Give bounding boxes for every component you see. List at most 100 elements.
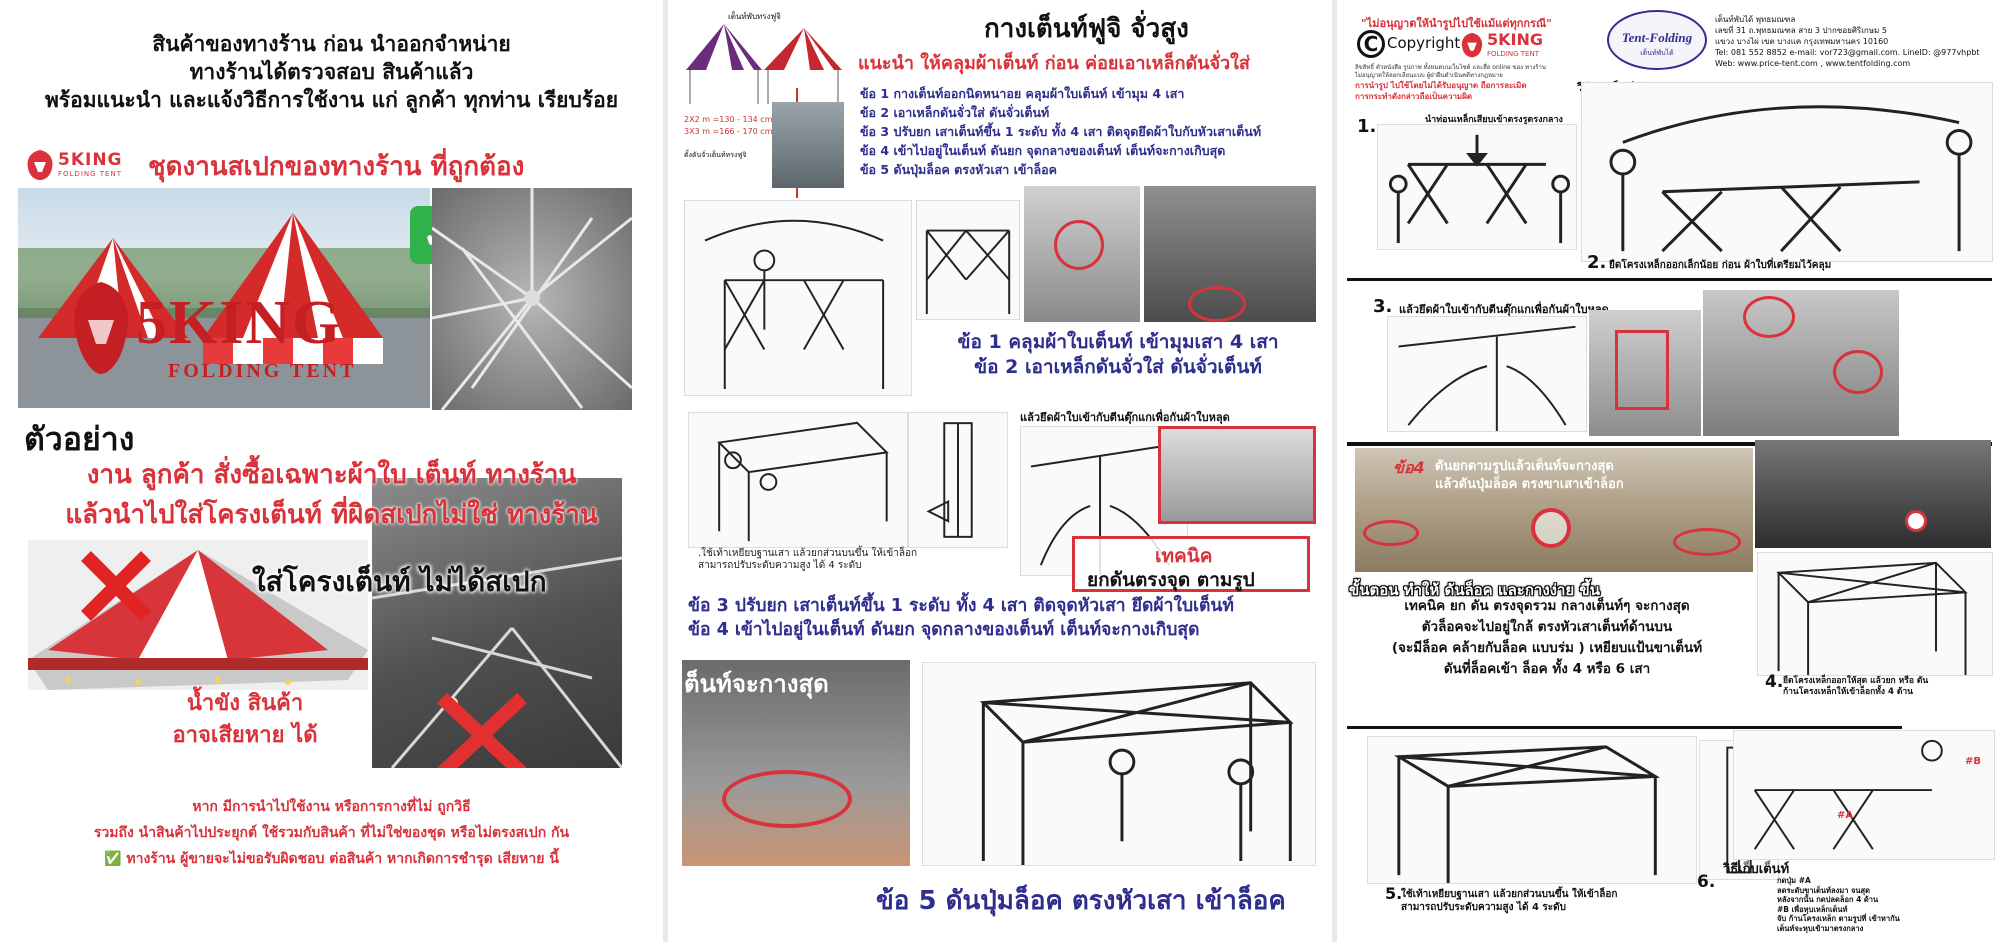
warning-line: การกระทำดังกล่าวถือเป็นความผิด: [1355, 92, 1473, 101]
photo-pole-top: [1024, 186, 1140, 322]
fuji-tent-diagram: เต็นท์พับทรงฟูจิ 2X2 m =130 - 134 cm. 3X…: [684, 8, 844, 208]
company-line: เต็นท์พับได้ พุทธมณฑล: [1715, 15, 1796, 24]
wrong-tent-photo: [28, 540, 368, 690]
photo-logo: 5KING: [136, 289, 343, 357]
disclaimer: หาก มีการนำไปใช้งาน หรือการกางที่ไม่ ถูก…: [0, 794, 663, 872]
cross-icon: [81, 551, 151, 621]
copyright-note: "ไม่อนุญาตให้นำรูปไปใช้แม้แต่ทุกกรณี": [1361, 17, 1552, 30]
correct-tent-photo: 5KING FOLDING TENT: [18, 188, 430, 408]
warning-line: การนำรูป ไปใช้โดยไม่ได้รับอนุญาต ถือการล…: [1355, 81, 1527, 90]
warning-line: ไม่อนุญาตให้ลอกเลียนแบบ ผู้ฝ่าฝืนดำเนินค…: [1355, 72, 1503, 79]
wrong-usage-line: แล้วนำไปใส่โครงเต็นท์ ที่ผิดสเปกไม่ใช่ ท…: [65, 500, 598, 530]
correct-frame-photo: [432, 188, 632, 410]
fold-line: ลดระดับขาเต็นท์ลงมา จนสุด: [1777, 885, 1870, 895]
photo-underside: [1755, 440, 1991, 548]
sketch-raise-legs: [1367, 736, 1697, 884]
lock-line: (จะมีล็อค คล้ายกับล็อค แบบร่ม ) เหยียบแป…: [1391, 640, 1703, 656]
dim-label: 2X2 m =130 - 134 cm.: [684, 115, 776, 124]
caption-line: .ใช้เท้าเหยียบฐานเสา แล้วยกส่วนบนขึ้น ให…: [698, 548, 918, 559]
wrong-usage-block: งาน ลูกค้า สั่งซื้อเฉพาะผ้าใบ เต็นท์ ทาง…: [10, 455, 653, 535]
photo-velcro: [1589, 310, 1701, 436]
step-item: ข้อ 1 กางเต็นท์ออกนิดหนาอย คลุมผ้าใบเต็น…: [860, 86, 1185, 101]
photo-pole-fit: [1144, 186, 1316, 322]
header-line: สินค้าของทางร้าน ก่อน นำออกจำหน่าย: [152, 32, 511, 56]
lock-easy-title: ขั้นตอน ทำให้ ดันล็อค และกางง่าย ขึ้น: [1349, 581, 1600, 599]
photo-tent-open: ต็นท์จะกางสุด: [682, 660, 910, 866]
step-list: ข้อ 1 กางเต็นท์ออกนิดหนาอย คลุมผ้าใบเต็น…: [860, 84, 1261, 179]
foot-caption: .ใช้เท้าเหยียบฐานเสา แล้วยกส่วนบนขึ้น ให…: [698, 548, 1018, 572]
fold-line: เต็นท์จะหุบเข้ามาตรงกลาง: [1777, 923, 1864, 933]
step-number: 6.: [1697, 872, 1716, 892]
photo-lock-press: ข้อ4 ดันยกตามรูปแล้วเต็นท์จะกางสุด แล้วด…: [1355, 448, 1753, 572]
step-item: ข้อ 4 เข้าไปอยู่ในเต็นท์ ดันยก จุดกลางขอ…: [860, 143, 1226, 158]
step12-caption: ข้อ 1 คลุมผ้าใบเต็นท์ เข้ามุมเสา 4 เสา ข…: [908, 330, 1328, 380]
spec-title: ชุดงานสเปกของทางร้าน ที่ถูกต้อง: [148, 152, 525, 182]
photo-technique: [1158, 426, 1316, 524]
step2-caption: ยืดโครงเหล็กออกเล็กน้อย ก่อน ผ้าใบที่เตร…: [1609, 260, 1832, 271]
sketch-fold-tent: [1733, 730, 1995, 860]
divider-line: [1347, 726, 1902, 729]
technique-text: ยกดันตรงจุด ตามรูป: [1087, 569, 1255, 591]
mark-a: #A: [1837, 810, 1854, 821]
copyright-word: Copyright: [1387, 34, 1461, 52]
company-line: เลขที่ 31 ถ.พุทธมณฑล สาย 3 ปากซอยศิริเกษ…: [1715, 26, 1887, 35]
water-warning: น้ำขัง สินค้า อาจเสียหาย ได้: [150, 688, 340, 752]
photo-text-line: ดันยกตามรูปแล้วเต็นท์จะกางสุด: [1435, 459, 1614, 474]
brand-name: 5KING: [1487, 30, 1544, 49]
example-label: ตัวอย่าง: [24, 420, 135, 458]
caption-line: สามารถปรับระดับความสูง ได้ 4 ระดับ: [1401, 902, 1567, 913]
tentfolding-sub: เต็นท์พับได้: [1640, 49, 1674, 57]
caption-line: ก้านโครงเหล็กให้เข้าล็อกทั้ง 4 ด้าน: [1783, 687, 1913, 697]
divider-line: [1347, 442, 1992, 446]
step-number: 4.: [1765, 672, 1784, 692]
step4-photo-text: ดันยกตามรูปแล้วเต็นท์จะกางสุด แล้วดันปุ่…: [1435, 458, 1624, 494]
fold-line: #B เพื่อหุบเหล็กเต็นท์: [1777, 904, 1848, 914]
no-hand-icon: [1905, 510, 1927, 532]
photo-text-line: แล้วดันปุ่มล็อค ตรงขาเสาเข้าล็อก: [1435, 477, 1624, 492]
lion-head-icon: [74, 282, 128, 374]
lock-technique: เทคนิค ยก ดัน ตรงจุดรวม กลางเต็นท์ๆ จะกา…: [1347, 596, 1747, 680]
step6-title: วิธีเก็บเต็นท์: [1723, 862, 1790, 877]
fold-line: กดปุ่ม #A: [1777, 876, 1811, 885]
wrong-frame-photo: [372, 478, 622, 768]
caption-line: ยืดโครงเหล็กออกให้สุด แล้วยก หรือ ดัน: [1783, 676, 1929, 686]
step4-photo-label: ข้อ4: [1393, 458, 1425, 477]
top-caption: เต็นท์พับทรงฟูจิ: [728, 12, 781, 21]
company-line: Tel: 081 552 8852 e-mail: vor723@gmail.c…: [1715, 48, 1980, 57]
company-info: เต็นท์พับได้ พุทธมณฑล เลขที่ 31 ถ.พุทธมณ…: [1715, 14, 2000, 69]
sketch-cover-canvas: [1581, 82, 1993, 262]
wrong-frame-label: ใส่โครงเต็นท์ ไม่ได้สเปก: [252, 565, 547, 598]
technique-box: เทคนิค ยกดันตรงจุด ตามรูป: [1072, 536, 1310, 592]
photo-top-lock: [1703, 290, 1899, 436]
lion-head-icon: [27, 150, 53, 180]
company-line: Web: www.price-tent.com , www.tentfoldin…: [1715, 59, 1911, 68]
dim-note: ตั้งดันจั่วเต็นท์ทรงฟูจิ: [684, 151, 747, 159]
big-step-line: ข้อ 1 คลุมผ้าใบเต็นท์ เข้ามุมเสา 4 เสา: [957, 331, 1279, 353]
no-hand-icon: [1531, 508, 1571, 548]
lock-line: ดันที่ล็อคเข้า ล็อค ทั้ง 4 หรือ 6 เสา: [1443, 661, 1651, 677]
sketch-fasten-canvas: [1387, 316, 1587, 432]
wrong-usage-line: งาน ลูกค้า สั่งซื้อเฉพาะผ้าใบ เต็นท์ ทาง…: [86, 460, 577, 490]
sketch-frame: [916, 200, 1020, 320]
disclaimer-line: หาก มีการนำไปใช้งาน หรือการกางที่ไม่ ถูก…: [192, 799, 471, 815]
brand-subtitle: FOLDING TENT: [1487, 50, 1539, 58]
sketch-push-center: [922, 662, 1316, 866]
step6-lines: กดปุ่ม #A ลดระดับขาเต็นท์ลงมา จนสุด หลัง…: [1777, 876, 1995, 933]
step5-caption: ข้อ 5 ดันปุ่มล็อค ตรงหัวเสา เข้าล็อค: [876, 886, 1286, 916]
fasten-caption: แล้วยึดผ้าใบเข้ากับตีนตุ๊กแกเพื่อกันผ้าใ…: [1020, 411, 1230, 424]
sketch-insert-pole: [1377, 124, 1577, 250]
panel-folding-instructions: "ไม่อนุญาตให้นำรูปไปใช้แม้แต่ทุกกรณี" C …: [1337, 0, 2000, 942]
dim-label: 3X3 m =166 - 170 cm.: [684, 127, 776, 136]
disclaimer-line: ✅ ทางร้าน ผู้ขายจะไม่ขอรับผิดชอบ ต่อสินค…: [104, 851, 559, 867]
frame-mini-photo: [772, 102, 844, 188]
step-number: 2.: [1587, 252, 1607, 273]
tentfolding-logo: Tent-Folding เต็นท์พับได้: [1607, 10, 1707, 70]
sketch-cover-tent: [684, 200, 912, 396]
brand-name: 5KING: [58, 150, 123, 170]
step5-caption: ใช้เท้าเหยียบฐานเสา แล้วยกส่วนบนขึ้น ให้…: [1401, 888, 1701, 914]
water-line: อาจเสียหาย ได้: [172, 723, 318, 748]
panel-spec-warning: สินค้าของทางร้าน ก่อน นำออกจำหน่าย ทางร้…: [0, 0, 663, 942]
mark-b: #B: [1965, 756, 1982, 767]
panel-divider: [663, 0, 668, 942]
step-number: 5.: [1385, 884, 1403, 903]
